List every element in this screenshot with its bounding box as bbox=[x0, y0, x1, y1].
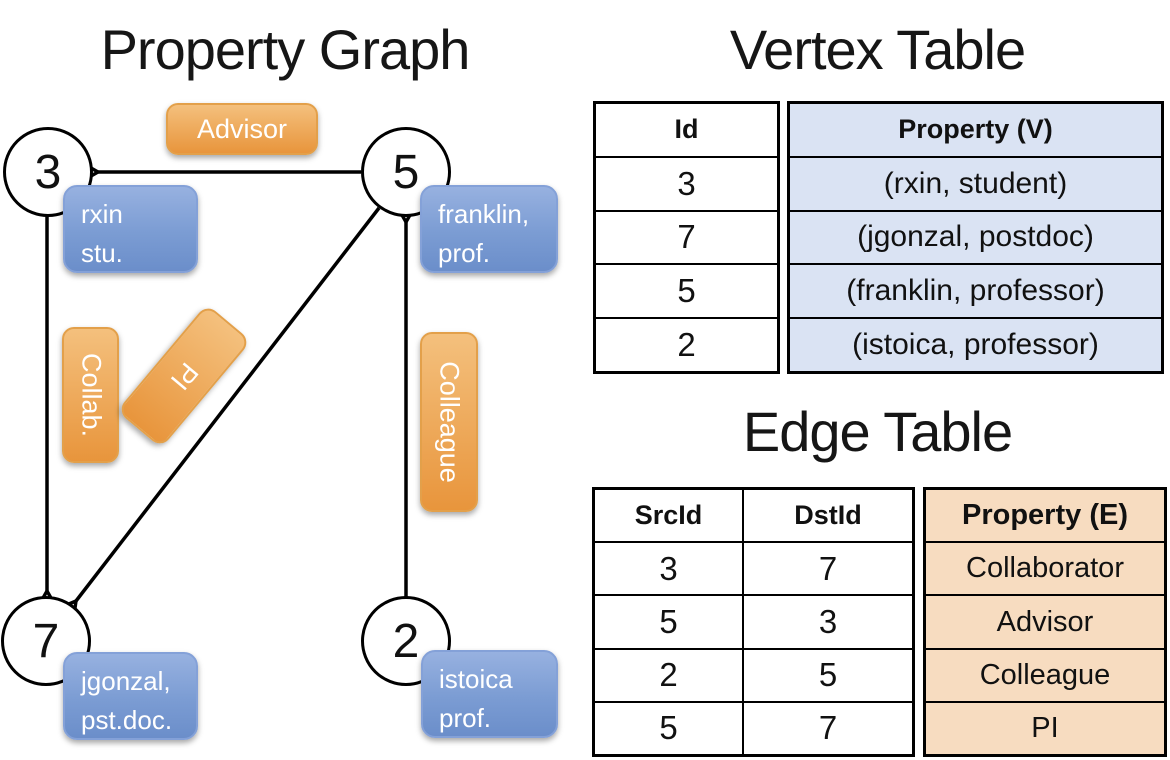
edge-label-collab: Collab. bbox=[62, 327, 119, 463]
edge-label-advisor: Advisor bbox=[166, 103, 318, 155]
edge-label-text: Collab. bbox=[76, 352, 106, 438]
edge-table-header-srcid: SrcId bbox=[595, 490, 744, 542]
vertex-table-cell-id: 5 bbox=[596, 263, 777, 317]
vertex-property-card-2: istoica prof. bbox=[421, 650, 558, 738]
edge-table-row: 5 3 bbox=[595, 594, 912, 648]
vertex-property-line: rxin bbox=[81, 199, 123, 229]
edge-table-header-property: Property (E) bbox=[962, 499, 1128, 532]
edge-label-text: Advisor bbox=[196, 113, 288, 144]
vertex-table-header-id: Id bbox=[674, 114, 699, 145]
edge-table-row: 2 5 bbox=[595, 647, 912, 701]
vertex-table-cell-property: (rxin, student) bbox=[790, 155, 1161, 210]
vertex-table-cell-id: 7 bbox=[596, 209, 777, 264]
graph-edges bbox=[37, 162, 416, 619]
edge-table-cell-srcid: 5 bbox=[595, 596, 744, 648]
edge-table-cell-dstid: 7 bbox=[818, 709, 838, 747]
edge-label-text: Colleague bbox=[434, 361, 465, 483]
vertex-table-title: Vertex Table bbox=[729, 18, 1026, 81]
edge-table-cell-srcid: 3 bbox=[595, 543, 744, 595]
edge-table-cell-property: PI bbox=[926, 700, 1164, 754]
vertex-table-cell-id: 3 bbox=[596, 155, 777, 210]
vertex-property-card-5: franklin, prof. bbox=[420, 185, 558, 273]
graph-node-2: 2 bbox=[361, 596, 451, 686]
property-graph-title: Property Graph bbox=[100, 18, 471, 81]
vertex-property-line: franklin, bbox=[438, 199, 530, 229]
edge-table-id-columns: SrcId DstId 3 7 5 3 2 5 5 7 bbox=[592, 487, 915, 757]
edge-table-cell-property: Advisor bbox=[926, 594, 1164, 647]
edge-label-text: PI bbox=[164, 356, 205, 396]
vertex-table-cell-property: (istoica, professor) bbox=[790, 317, 1161, 371]
edge-line-pi-5-7 bbox=[59, 206, 381, 619]
vertex-property-line: pst.doc. bbox=[81, 705, 173, 735]
edge-table-header-dstid: DstId bbox=[794, 500, 862, 531]
node-id-label: 3 bbox=[34, 145, 62, 199]
edge-table-title: Edge Table bbox=[742, 400, 1013, 463]
edge-table-cell-srcid: 2 bbox=[595, 649, 744, 701]
node-id-label: 5 bbox=[392, 145, 420, 199]
vertex-table-cell-property: (franklin, professor) bbox=[790, 263, 1161, 317]
edge-table-header-row: SrcId DstId bbox=[595, 490, 912, 542]
vertex-table-id-column: Id 3 7 5 2 bbox=[593, 101, 780, 374]
edge-label-colleague: Colleague bbox=[420, 332, 478, 512]
edge-table-cell-dstid: 5 bbox=[818, 656, 838, 694]
vertex-table-property-column: Property (V) (rxin, student) (jgonzal, p… bbox=[787, 101, 1164, 374]
edge-table-row: 3 7 bbox=[595, 541, 912, 595]
edge-table-cell-property: Collaborator bbox=[926, 541, 1164, 594]
vertex-property-line: prof. bbox=[439, 703, 492, 733]
edge-table-cell-srcid: 5 bbox=[595, 702, 744, 755]
vertex-property-line: istoica bbox=[439, 664, 513, 694]
edge-table-property-column: Property (E) Collaborator Advisor Collea… bbox=[923, 487, 1167, 757]
node-id-label: 2 bbox=[392, 614, 420, 668]
vertex-property-line: jgonzal, bbox=[81, 666, 171, 696]
edge-table-cell-property: Colleague bbox=[926, 647, 1164, 701]
vertex-property-card-3: rxin stu. bbox=[63, 185, 198, 273]
edge-table-cell-dstid: 3 bbox=[818, 603, 838, 640]
vertex-table-header-property: Property (V) bbox=[898, 114, 1053, 145]
edge-table-cell-dstid: 7 bbox=[818, 549, 838, 587]
vertex-table-cell-id: 2 bbox=[596, 317, 777, 371]
node-id-label: 7 bbox=[32, 614, 60, 668]
edge-table-row: 5 7 bbox=[595, 700, 912, 755]
vertex-table-cell-property: (jgonzal, postdoc) bbox=[790, 209, 1161, 264]
vertex-property-card-7: jgonzal, pst.doc. bbox=[63, 652, 198, 740]
vertex-property-line: prof. bbox=[438, 238, 491, 268]
vertex-property-line: stu. bbox=[81, 238, 123, 268]
